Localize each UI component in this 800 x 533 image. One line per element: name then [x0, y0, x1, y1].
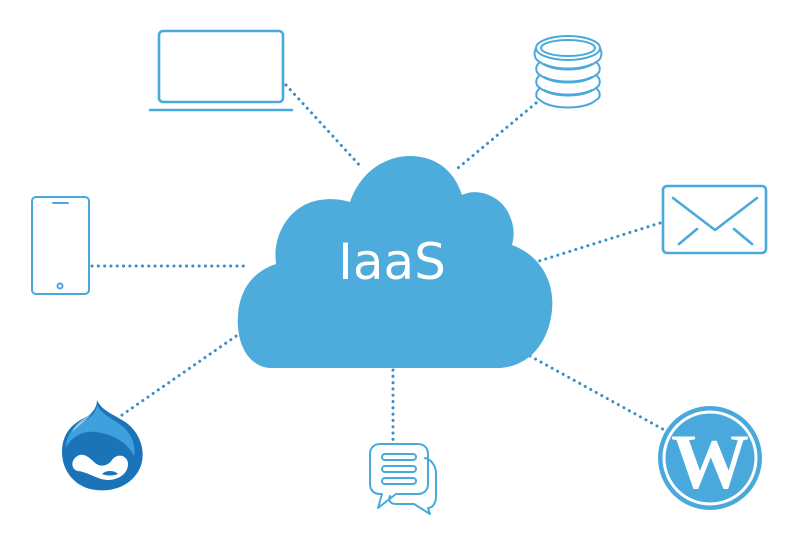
chat-bubbles-icon	[369, 443, 437, 515]
envelope-icon	[661, 184, 768, 255]
connector-wordpress	[528, 354, 670, 434]
cloud-shape	[237, 155, 553, 368]
database-icon	[533, 35, 603, 109]
connector-database	[456, 101, 538, 170]
connector-laptop	[284, 83, 364, 170]
cloud: IaaS	[237, 155, 553, 368]
connector-drupal	[120, 330, 244, 417]
laptop-icon	[148, 29, 294, 112]
connectors	[90, 83, 670, 446]
cloud-label: IaaS	[338, 233, 446, 291]
smartphone-icon	[31, 196, 90, 295]
wordpress-letter: W	[671, 418, 749, 505]
wordpress-logo-icon: W	[658, 406, 762, 510]
drupal-logo-icon	[62, 400, 143, 491]
connector-email	[534, 221, 662, 264]
